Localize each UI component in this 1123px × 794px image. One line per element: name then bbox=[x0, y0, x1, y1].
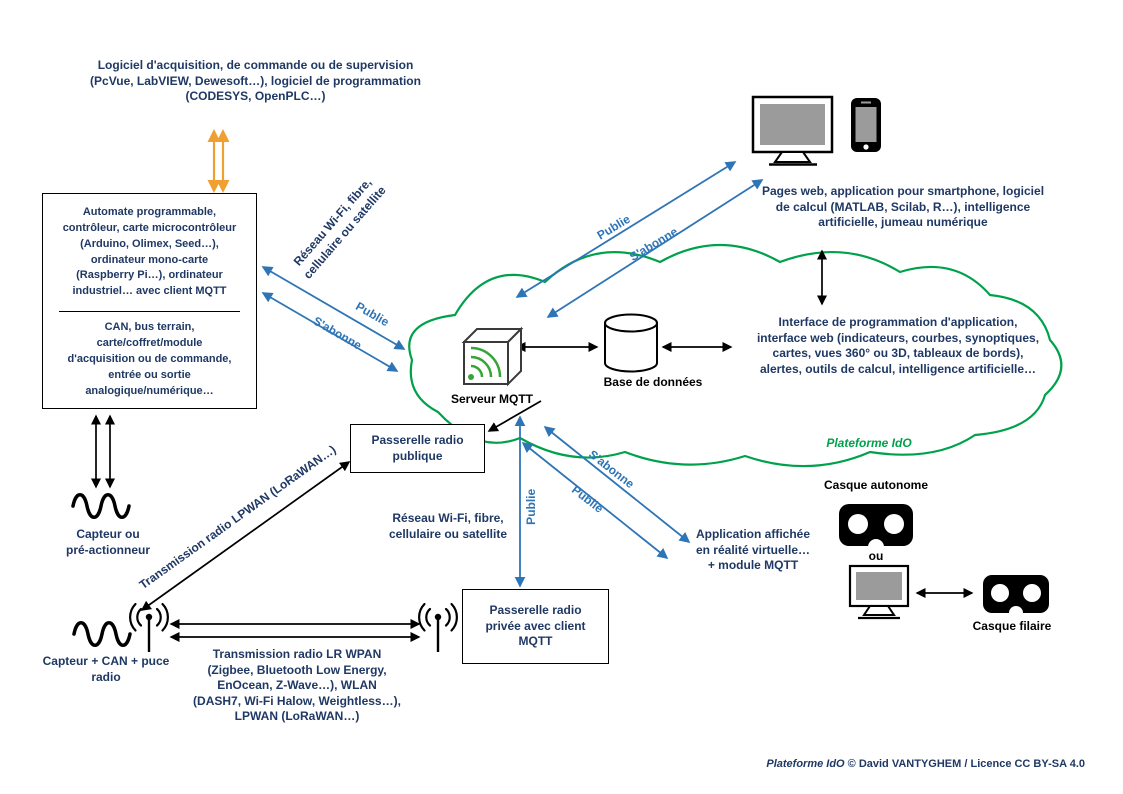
private-gateway-label: Passerelle radio privée avec client MQTT bbox=[485, 603, 586, 649]
wpan-label: Transmission radio LR WPAN (Zigbee, Blue… bbox=[193, 647, 401, 724]
io-cell: CAN, bus terrain, carte/coffret/module d… bbox=[64, 312, 236, 408]
publish-center-label: Publie bbox=[524, 488, 539, 525]
public-gateway-label: Passerelle radio publique bbox=[371, 432, 464, 463]
standalone-headset-label: Casque autonome bbox=[823, 478, 928, 492]
cloud-web-subscribe-arrow bbox=[546, 179, 764, 318]
platform-label: Plateforme IdO bbox=[826, 436, 912, 450]
private-gateway-box: Passerelle radio privée avec client MQTT bbox=[462, 589, 609, 664]
network-center-label: Réseau Wi-Fi, fibre, cellulaire ou satel… bbox=[388, 511, 508, 541]
mqtt-server-icon bbox=[461, 326, 524, 387]
database-label: Base de données bbox=[603, 375, 703, 389]
wired-headset-label: Casque filaire bbox=[972, 619, 1052, 633]
plc-device-box: Automate programmable, contrôleur, carte… bbox=[42, 193, 257, 409]
supervision-software-text: Logiciel d'acquisition, de commande ou d… bbox=[90, 58, 421, 104]
controller-text: Automate programmable, contrôleur, carte… bbox=[62, 205, 237, 298]
cloud-vr-publish-arrow bbox=[521, 441, 669, 560]
desktop-computer-icon bbox=[848, 564, 910, 620]
monitor-icon bbox=[751, 95, 834, 166]
credit-platform-name: Plateforme IdO bbox=[766, 758, 845, 770]
sensor-radio-label: Capteur + CAN + puce radio bbox=[42, 654, 170, 684]
credit-license-text: © David VANTYGHEM / Licence CC BY-SA 4.0 bbox=[844, 758, 1085, 770]
public-gateway-box: Passerelle radio publique bbox=[350, 424, 485, 473]
antenna-icon-right bbox=[418, 602, 458, 652]
sensor-wave-icon bbox=[71, 493, 131, 519]
sensor-radio-wave-icon bbox=[72, 621, 132, 647]
license-credit: Plateforme IdO © David VANTYGHEM / Licen… bbox=[690, 757, 1085, 771]
or-label: ou bbox=[868, 549, 884, 563]
database-icon bbox=[604, 313, 658, 373]
vr-application-text: Application affichée en réalité virtuell… bbox=[695, 527, 811, 573]
smartphone-icon bbox=[851, 98, 881, 152]
vr-headset-standalone-icon bbox=[839, 504, 913, 555]
vr-headset-wired-icon bbox=[983, 575, 1049, 620]
io-text: CAN, bus terrain, carte/coffret/module d… bbox=[67, 321, 232, 397]
antenna-icon-left bbox=[129, 602, 169, 652]
controller-cell: Automate programmable, contrôleur, carte… bbox=[58, 194, 241, 312]
lpwan-arrow bbox=[140, 461, 351, 611]
mqtt-server-label: Serveur MQTT bbox=[450, 392, 534, 406]
wifi-left-subscribe-arrow bbox=[261, 292, 399, 372]
sensor-label: Capteur ou pré-actionneur bbox=[65, 527, 150, 557]
web-clients-text: Pages web, application pour smartphone, … bbox=[761, 184, 1045, 230]
interface-text: Interface de programmation d'application… bbox=[756, 315, 1040, 376]
